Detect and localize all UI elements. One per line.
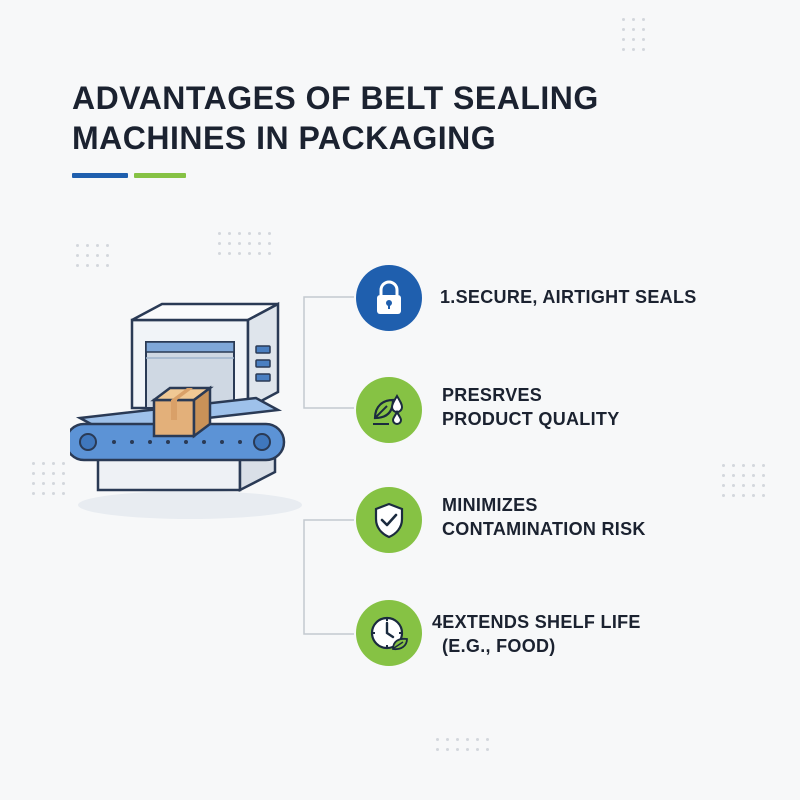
decor-dots-top-right [622,18,645,51]
connector-lines [303,296,354,635]
title-line-1: ADVANTAGES OF BELT SEALING [72,80,599,116]
advantage-2-icon-circle [356,377,422,443]
leaf-drops-icon [373,394,404,425]
advantage-3-line-2: CONTAMINATION RISK [442,519,646,539]
advantage-4-line-1: 4EXTENDS SHELF LIFE [432,612,641,632]
title-line-2: MACHINES IN PACKAGING [72,120,497,156]
title-accent-blue [72,173,128,178]
advantage-3-icon-circle [356,487,422,553]
lock-icon [377,280,401,314]
advantage-2-line-1: PRESRVES [442,385,543,405]
shield-check-icon [374,502,404,539]
advantage-4-icon-circle [356,600,422,666]
advantage-4-label: 4EXTENDS SHELF LIFE (E.G., FOOD) [432,610,641,658]
title-accent-green [134,173,186,178]
decor-dots-center [218,232,271,255]
decor-dots-left-bottom [32,462,65,495]
advantage-1-label: 1.SECURE, AIRTIGHT SEALS [440,285,697,309]
clock-leaf-icon [370,616,408,651]
page-title: ADVANTAGES OF BELT SEALING MACHINES IN P… [72,78,692,158]
advantage-4-line-2: (E.G., FOOD) [442,636,556,656]
advantage-1-line-1: 1.SECURE, AIRTIGHT SEALS [440,287,697,307]
decor-dots-left-top [76,244,109,267]
belt-sealing-machine-illustration [70,301,302,519]
decor-dots-bottom [436,738,489,751]
advantage-3-label: MINIMIZES CONTAMINATION RISK [442,493,646,541]
advantage-3-line-1: MINIMIZES [442,495,538,515]
advantage-2-line-2: PRODUCT QUALITY [442,409,620,429]
decor-dots-right [722,464,765,497]
advantage-1-icon-circle [356,265,422,331]
advantage-2-label: PRESRVES PRODUCT QUALITY [442,383,620,431]
